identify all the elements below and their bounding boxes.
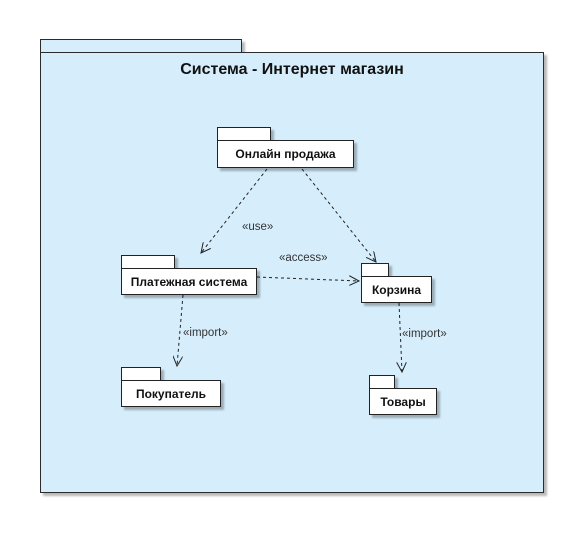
dependency-use-arrow [201, 168, 268, 253]
payment-system-package-label: Платежная система [130, 274, 248, 289]
system-package-tab [40, 39, 242, 53]
import-goods-label: «import» [402, 328, 447, 340]
online-sales-package[interactable]: Онлайн продажа [217, 140, 354, 168]
goods-package-label: Товары [380, 394, 426, 409]
goods-package-tab [369, 375, 395, 389]
dependency-access-arrow [256, 277, 359, 281]
goods-package[interactable]: Товары [369, 388, 437, 415]
online-sales-package-label: Онлайн продажа [235, 147, 336, 161]
cart-package-tab [361, 263, 389, 277]
cart-package[interactable]: Корзина [361, 276, 432, 303]
customer-package-label: Покупатель [135, 386, 207, 401]
payment-system-package[interactable]: Платежная система [121, 268, 257, 295]
dependency-online-to-cart-arrow [301, 168, 376, 262]
use-label: «use» [242, 221, 274, 233]
access-label: «access» [279, 252, 328, 264]
customer-package-tab [121, 367, 161, 381]
import-customer-label: «import» [183, 327, 228, 339]
system-package-title: Система - Интернет магазин [180, 61, 404, 78]
payment-system-package-tab [121, 255, 175, 269]
customer-package[interactable]: Покупатель [121, 380, 221, 407]
cart-package-label: Корзина [371, 282, 422, 297]
online-sales-package-tab [217, 127, 271, 141]
